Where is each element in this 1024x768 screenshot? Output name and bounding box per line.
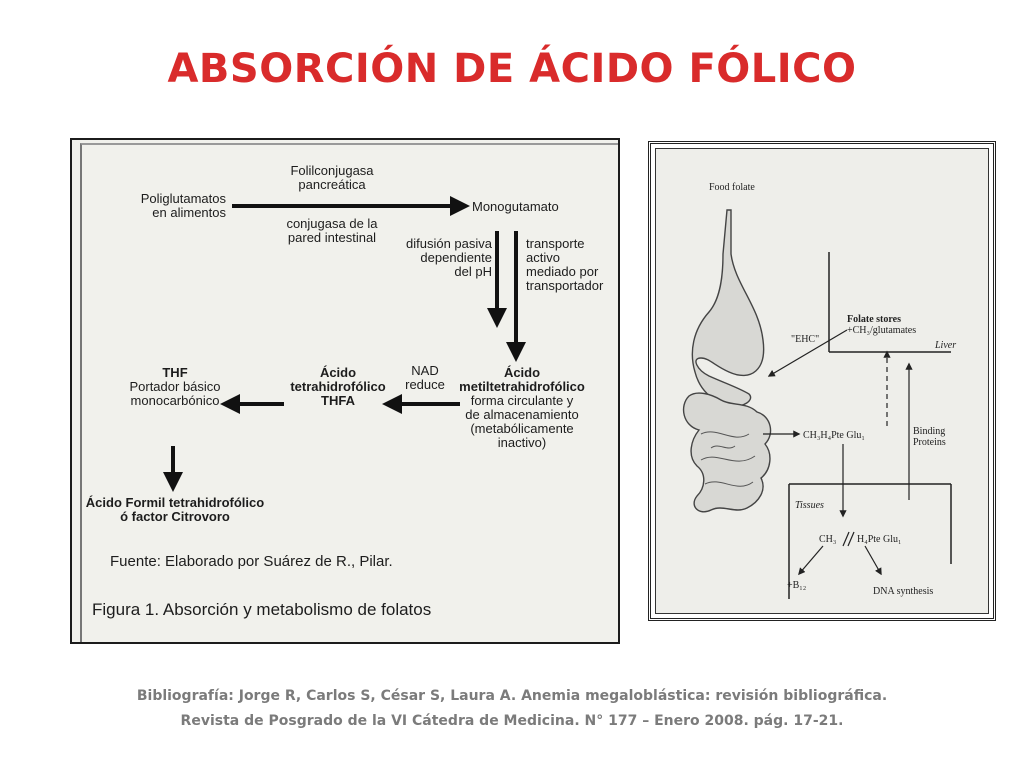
label-liver: Liver bbox=[935, 340, 957, 351]
bibliography-line-1: Bibliografía: Jorge R, Carlos S, César S… bbox=[136, 688, 888, 704]
slide-title: ABSORCIÓN DE ÁCIDO FÓLICO bbox=[167, 46, 857, 92]
label-ehc: "EHC" bbox=[791, 334, 820, 345]
reaction-mark-2 bbox=[847, 531, 855, 547]
intestines-shape bbox=[682, 392, 772, 513]
label-b12: +B₁₂ bbox=[787, 580, 807, 591]
label-tissues: Tissues bbox=[795, 500, 824, 511]
label-ch3-pte-glu: CH₃H₄Pte Glu₁ bbox=[803, 430, 865, 441]
arrow-ehc bbox=[767, 329, 848, 377]
arrow-to-b12 bbox=[798, 545, 824, 576]
stomach-shape bbox=[691, 209, 765, 408]
bibliography-line-2: Revista de Posgrado de la VI Cátedra de … bbox=[180, 713, 844, 729]
diagram-arrows bbox=[163, 196, 526, 492]
label-food-folate: Food folate bbox=[709, 182, 755, 193]
figure-frame-shadow bbox=[80, 143, 618, 642]
arrow-to-dna bbox=[864, 545, 882, 576]
label-h4pte-glu: H₄Pte Glu₁ bbox=[857, 534, 902, 545]
label-monoglutamato: Monogutamato bbox=[472, 199, 559, 214]
folate-metabolism-schematic: Food folate "EHC" Folate stores+CH₃/glut… bbox=[648, 141, 996, 621]
reaction-mark-1 bbox=[842, 531, 850, 547]
figure-source: Fuente: Elaborado por Suárez de R., Pila… bbox=[110, 553, 393, 570]
intestine-loops bbox=[700, 431, 756, 487]
schematic-drawing bbox=[682, 209, 952, 599]
bibliography: Bibliografía: Jorge R, Carlos S, César S… bbox=[40, 684, 984, 734]
label-folate-stores: Folate stores+CH₃/glutamates bbox=[847, 314, 917, 336]
figure-caption: Figura 1. Absorción y metabolismo de fol… bbox=[92, 600, 432, 619]
label-ch3: CH₃ bbox=[819, 534, 837, 545]
label-dna-synthesis: DNA synthesis bbox=[873, 586, 934, 597]
